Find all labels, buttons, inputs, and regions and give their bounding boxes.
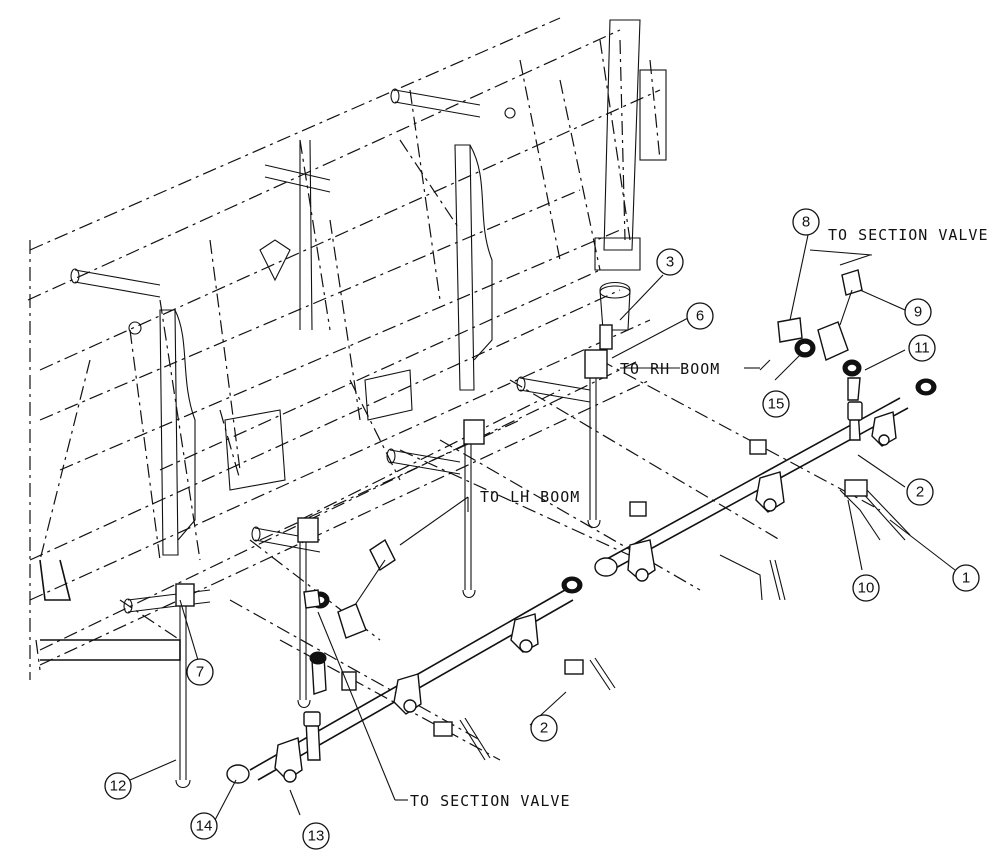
fittings-upper [777,269,863,401]
callout-7: 7 [186,658,214,686]
callout-3: 3 [656,248,684,276]
svg-text:14: 14 [196,818,213,835]
leader-lines [129,234,956,821]
nozzle-body-rh-1 [627,539,656,582]
clamps-lh [341,657,616,761]
label-to-section-valve-bottom: TO SECTION VALVE [410,792,571,810]
fitting-15 [817,321,849,361]
svg-text:7: 7 [196,664,204,681]
callout-9: 9 [904,298,932,326]
label-to-section-valve-top: TO SECTION VALVE [828,226,989,244]
svg-text:6: 6 [696,308,704,325]
svg-text:13: 13 [308,828,325,845]
svg-text:12: 12 [110,778,127,795]
callout-15: 15 [762,390,790,418]
nozzle-body-rh-2 [755,471,785,513]
callout-13: 13 [302,822,330,850]
callout-2-lh: 2 [530,714,558,742]
label-to-rh-boom: TO RH BOOM [620,360,720,378]
fitting-8 [777,317,803,343]
svg-text:11: 11 [914,340,930,357]
callout-8: 8 [792,208,820,236]
svg-text:2: 2 [540,720,548,737]
callout-12: 12 [104,772,132,800]
callout-14: 14 [190,812,218,840]
svg-text:3: 3 [666,254,674,271]
svg-text:15: 15 [768,396,785,413]
callout-2-rh: 2 [906,478,934,506]
nozzle-body-lh-2 [393,673,422,715]
callout-10: 10 [852,574,880,602]
boom-frame-phantom [27,17,881,761]
svg-text:2: 2 [916,484,924,501]
svg-text:8: 8 [802,214,810,231]
fitting-9 [841,269,863,296]
svg-text:1: 1 [962,570,970,587]
frame-rungs [70,88,591,614]
svg-text:9: 9 [914,304,922,321]
hangers [175,324,613,789]
callout-6: 6 [686,302,714,330]
nozzle-body-rh-3 [871,411,897,447]
clamps-rh [629,439,911,601]
frame-plates [39,19,667,661]
callout-1: 1 [952,564,980,592]
svg-text:10: 10 [858,580,875,597]
callout-11: 11 [908,334,936,362]
fitting-11 [847,377,861,401]
nozzle-body-lh-3 [510,613,539,653]
boom-pipe-lh [226,576,616,784]
nozzle-body-lh-1 [274,737,303,783]
label-to-lh-boom: TO LH BOOM [480,488,580,506]
boom-pipe-rh [594,378,937,601]
fittings-lower [303,538,396,695]
